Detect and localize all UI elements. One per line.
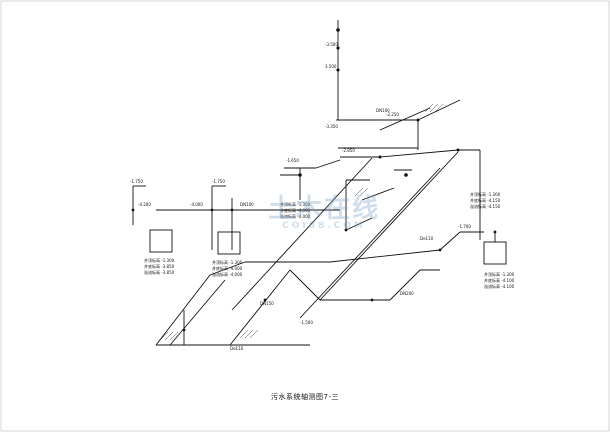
pit-annotations: 井顶标高 -1.300 井底标高 -3.850 溢流标高 -3.850 井顶标高…	[144, 191, 515, 289]
pipe-network	[132, 20, 507, 346]
pit-5-bottom: 井底标高 -4.150	[470, 197, 501, 203]
de110-label-2: De110	[230, 346, 244, 351]
level-labels: -3.500 3.500 -3.350 -2.850 -2.250 -1.750…	[130, 42, 471, 351]
level-e-label: -4.000	[190, 202, 203, 207]
level-d-label: -4.200	[138, 202, 151, 207]
top-level-label: -3.350	[325, 124, 338, 129]
pit-1-top: 井顶标高 -1.300	[144, 257, 175, 263]
pit-1-overflow: 溢流标高 -3.850	[144, 269, 175, 275]
fittings	[131, 28, 497, 332]
level-a-label: -2.850	[342, 148, 355, 153]
hatch-marks	[159, 103, 444, 341]
pit-2-top: 井顶标高 -1.300	[212, 259, 243, 265]
riser-top-label-1: -3.500	[325, 42, 338, 47]
level-c2-label: -1.750	[212, 179, 225, 184]
pit-4-overflow: 溢流标高 -4.100	[484, 283, 515, 289]
pit-4-bottom: 井底标高 -4.100	[484, 277, 515, 283]
pit-2-overflow: 溢流标高 -4.000	[212, 271, 243, 277]
level-g-label: -1.700	[458, 224, 471, 229]
dn100-label-1: DN100	[240, 202, 254, 207]
level-c-label: -1.750	[130, 179, 143, 184]
watermark: 土木在线 COI88.COM	[268, 188, 380, 231]
pit-1-bottom: 井底标高 -3.850	[144, 263, 175, 269]
pit-3-bottom: 井底标高 -4.000	[280, 207, 311, 213]
level-h-label: -1.500	[300, 320, 313, 325]
dn150-label: DN150	[260, 301, 274, 306]
pit-2-bottom: 井底标高 -4.000	[212, 265, 243, 271]
watermark-main: 土木在线	[268, 194, 381, 224]
pit-5-top: 井顶标高 -1.300	[470, 191, 501, 197]
pit-3-overflow: 溢流标高 -4.000	[280, 213, 311, 219]
pit-5-overflow: 溢流标高 -4.150	[470, 203, 501, 209]
dn200-label: DN200	[400, 291, 414, 296]
drawing-caption: 污水系统轴测图7-三	[271, 393, 339, 401]
dn100-label-2: DN100	[376, 108, 390, 113]
pit-4-top: 井顶标高 -1.300	[484, 271, 515, 277]
riser-top-label-2: 3.500	[325, 64, 337, 69]
watermark-sub: COI88.COM	[282, 221, 366, 231]
pit-3-top: 井顶标高 -1.300	[280, 201, 311, 207]
level-f-label: -1.650	[286, 158, 299, 163]
level-b-label: -2.250	[386, 112, 399, 117]
de110-label-1: De110	[420, 236, 434, 241]
